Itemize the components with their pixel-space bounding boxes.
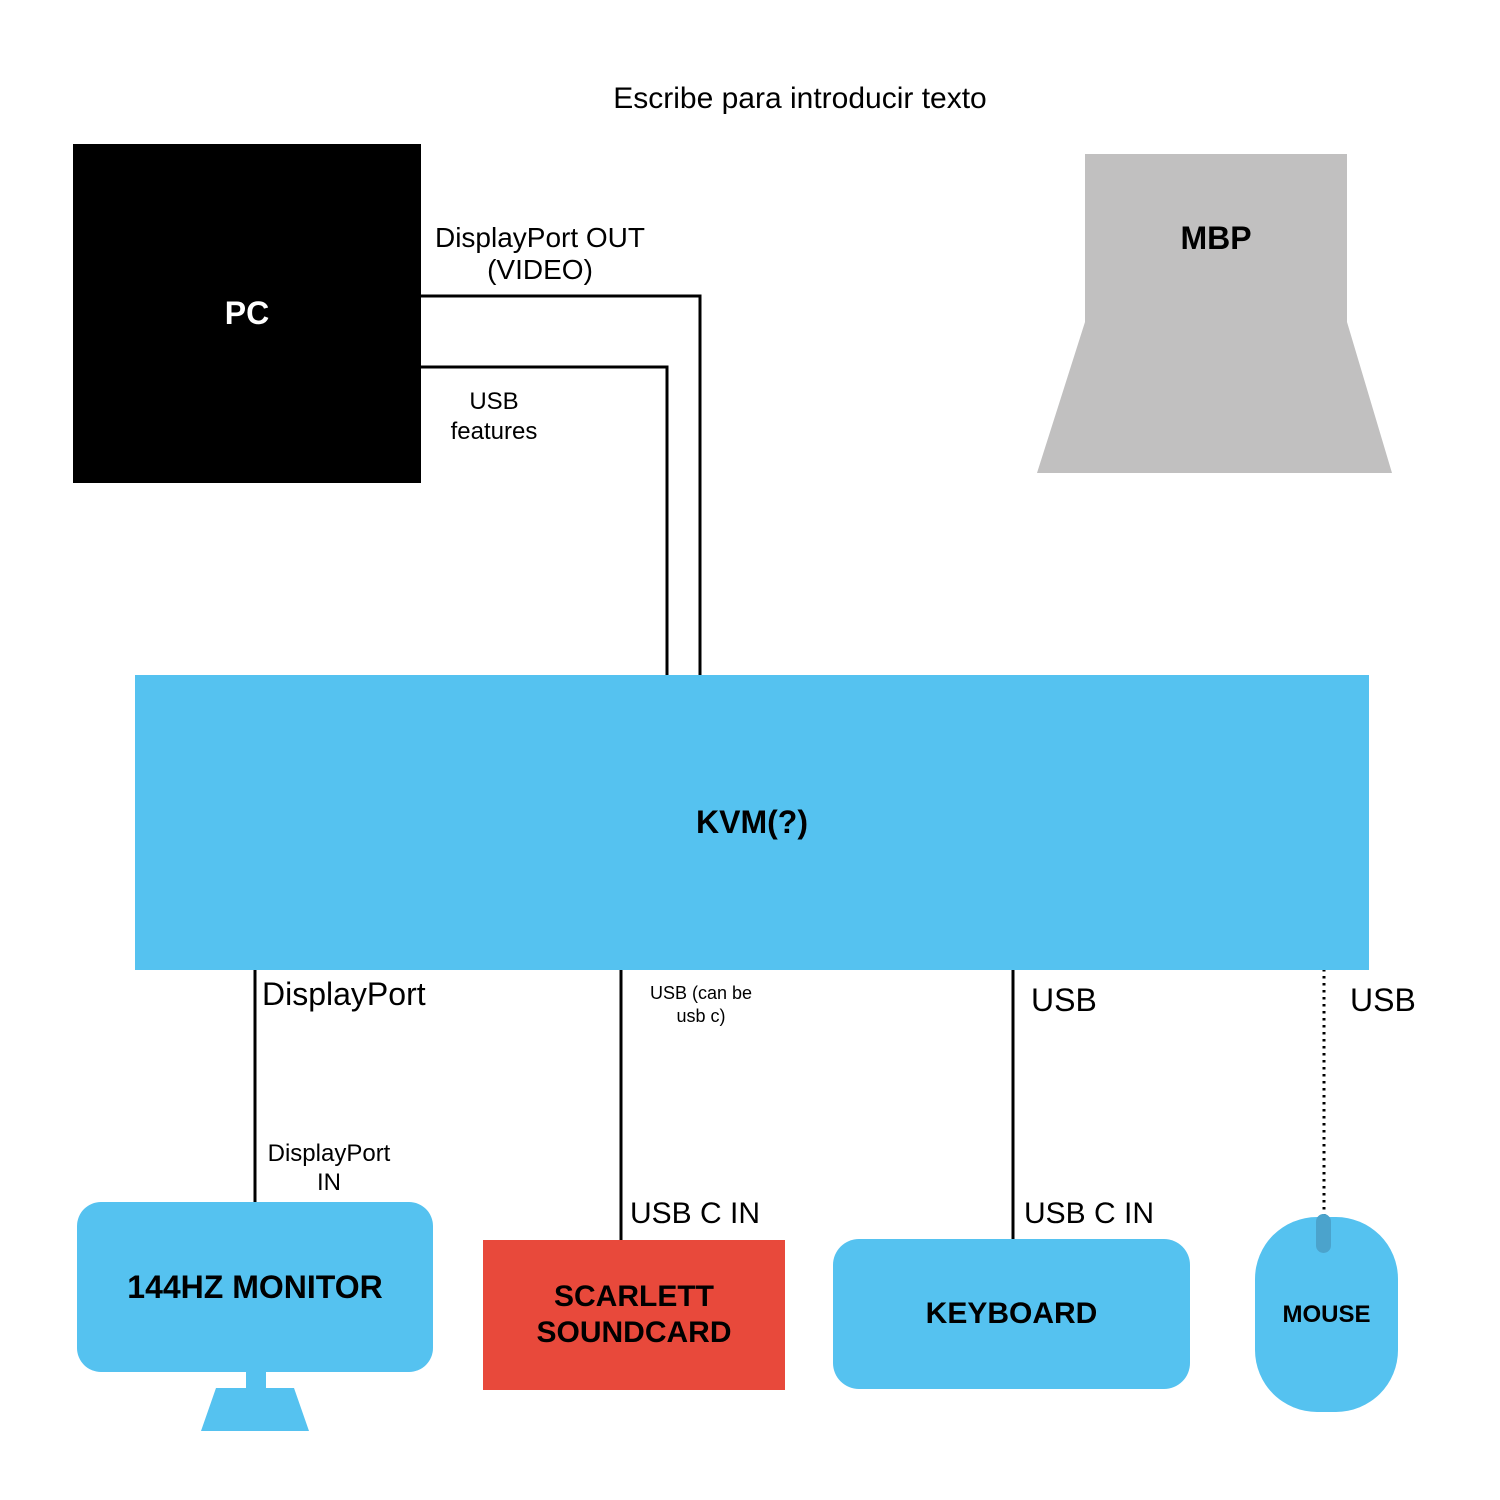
mbp-shape[interactable] (1037, 154, 1392, 473)
monitor-node[interactable]: 144HZ MONITOR (77, 1202, 433, 1372)
monitor-stand (201, 1368, 309, 1431)
port-label-usb-c-in-soundcard[interactable]: USB C IN (630, 1197, 761, 1230)
soundcard-label: SCARLETT SOUNDCARD (536, 1280, 732, 1349)
edge-label-usb-features[interactable]: USB features (450, 388, 538, 445)
mbp-label: MBP (1180, 219, 1252, 256)
edge-pc-kvm-displayport[interactable] (421, 294, 702, 678)
edge-label-usb-mouse[interactable]: USB (1350, 982, 1416, 1018)
edge-label-usb-keyboard[interactable]: USB (1031, 982, 1097, 1018)
port-label-usb-c-in-keyboard[interactable]: USB C IN (1024, 1197, 1155, 1230)
kvm-node[interactable]: KVM(?) (135, 675, 1369, 970)
keyboard-node[interactable]: KEYBOARD (833, 1239, 1190, 1389)
mouse-label: MOUSE (1282, 1300, 1371, 1328)
mouse-scroll-wheel (1316, 1214, 1331, 1253)
monitor-label: 144HZ MONITOR (127, 1268, 383, 1305)
mbp-node[interactable]: MBP (1085, 154, 1347, 322)
keyboard-label: KEYBOARD (925, 1297, 1098, 1330)
edge-label-displayport-out-video[interactable]: DisplayPort OUT (VIDEO) (434, 222, 646, 286)
pc-label: PC (224, 295, 270, 331)
kvm-label: KVM(?) (696, 804, 808, 840)
edge-label-usb-can-be-usb-c[interactable]: USB (can be usb c) (649, 983, 753, 1027)
edge-label-displayport[interactable]: DisplayPort (262, 976, 426, 1012)
soundcard-node[interactable]: SCARLETT SOUNDCARD (483, 1240, 785, 1390)
edge-pc-kvm-usb[interactable] (421, 365, 669, 678)
port-label-displayport-in[interactable]: DisplayPort IN (267, 1140, 391, 1196)
canvas-title-placeholder[interactable]: Escribe para introducir texto (613, 82, 987, 115)
pc-node[interactable]: PC (73, 144, 421, 483)
